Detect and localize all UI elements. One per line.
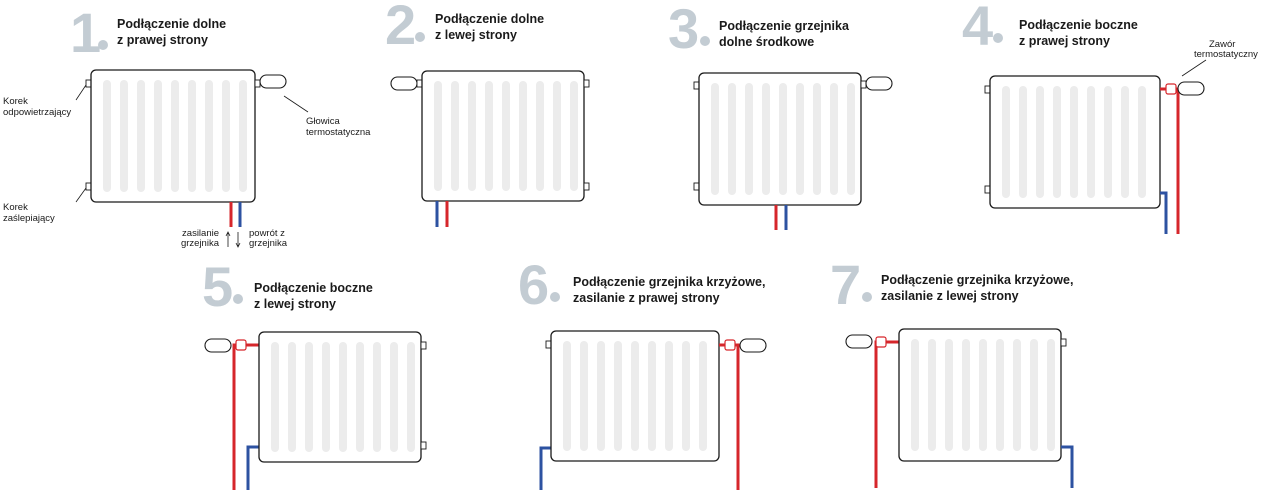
diagram-1-number: 1 <box>70 1 101 64</box>
diagram-6-number-dot <box>550 292 560 302</box>
leader-line <box>283 95 309 113</box>
leader-line <box>75 84 87 101</box>
supply-pipe <box>1160 87 1180 234</box>
valve-label-line1: Zawór <box>1209 39 1235 50</box>
diagram-3-title-line2: dolne środkowe <box>719 35 814 49</box>
diagram-6-title-line1: Podłączenie grzejnika krzyżowe, <box>573 275 765 289</box>
blind-plug-label-line1: Korek <box>3 202 28 213</box>
thermostatic-head-icon <box>390 76 418 91</box>
return-pipe <box>1061 445 1074 488</box>
diagram-5: 5 Podłączenie boczne z lewej strony <box>202 255 427 490</box>
diagram-7-number-dot <box>862 292 872 302</box>
diagram-5-title-line1: Podłączenie boczne <box>254 281 373 295</box>
blind-plug-label-line2: zaślepiający <box>3 213 55 224</box>
diagram-1: 1 Podłączenie dolne z prawej strony Kore… <box>3 1 371 249</box>
diagram-3-title-line1: Podłączenie grzejnika <box>719 19 850 33</box>
thermostatic-head-icon <box>845 334 873 349</box>
blind-plug-icon <box>420 441 427 450</box>
blind-plug-icon <box>984 185 991 194</box>
diagram-4-number-dot <box>993 33 1003 43</box>
bleed-plug-icon <box>984 85 991 94</box>
supply-pipe <box>232 343 259 490</box>
bleed-plug-label-line1: Korek <box>3 96 28 107</box>
thermostatic-valve-icon <box>724 339 736 351</box>
bleed-plug-icon <box>1060 338 1067 347</box>
radiator-fins <box>911 339 1055 451</box>
return-pipe <box>1160 191 1168 234</box>
supply-pipe <box>719 343 740 490</box>
supply-label-line2: grzejnika <box>181 238 220 249</box>
diagram-6-title-line2: zasilanie z prawej strony <box>573 291 720 305</box>
thermostatic-valve-icon <box>875 336 887 348</box>
radiator-fins <box>711 83 855 195</box>
radiator-fins <box>103 80 247 192</box>
blind-plug-icon <box>85 182 92 191</box>
valve-stub-icon <box>860 80 867 89</box>
leader-line <box>75 187 87 203</box>
diagram-5-number-dot <box>233 294 243 304</box>
diagram-7-title-line1: Podłączenie grzejnika krzyżowe, <box>881 273 1073 287</box>
bleed-plug-icon <box>693 81 700 90</box>
diagram-6-number: 6 <box>518 253 549 316</box>
arrow-down-icon <box>235 232 241 248</box>
bleed-plug-icon <box>545 340 552 349</box>
diagram-1-title-line2: z prawej strony <box>117 33 208 47</box>
thermostatic-head-icon <box>865 76 893 91</box>
blind-plug-icon <box>693 182 700 191</box>
valve-stub-icon <box>416 79 423 88</box>
diagram-1-title-line1: Podłączenie dolne <box>117 17 226 31</box>
return-pipe <box>246 445 259 490</box>
diagram-4-number: 4 <box>962 0 993 57</box>
return-label-line1: powrót z <box>249 228 285 239</box>
valve-label-line2: termostatyczny <box>1194 49 1258 60</box>
diagram-2-number-dot <box>415 32 425 42</box>
bleed-plug-icon <box>85 79 92 88</box>
radiator-fins <box>434 81 578 191</box>
thermostatic-head-icon <box>1177 81 1205 96</box>
diagram-3-number: 3 <box>668 0 699 60</box>
radiator-fins <box>563 341 707 451</box>
diagram-4-title-line2: z prawej strony <box>1019 34 1110 48</box>
thermostatic-valve-icon <box>235 339 247 351</box>
diagram-3: 3 Podłączenie grzejnika dolne środkowe <box>668 0 893 230</box>
leader-line <box>1181 59 1207 77</box>
diagram-7-number: 7 <box>830 253 861 316</box>
bleed-plug-label-line2: odpowietrzający <box>3 107 71 118</box>
diagram-6: 6 Podłączenie grzejnika krzyżowe, zasila… <box>518 253 767 490</box>
diagram-7: 7 Podłączenie grzejnika krzyżowe, zasila… <box>830 253 1074 488</box>
thermostatic-head-icon <box>259 74 287 89</box>
diagram-4-title-line1: Podłączenie boczne <box>1019 18 1138 32</box>
return-pipe <box>539 446 551 490</box>
radiator-fins <box>271 342 415 452</box>
radiator-fins <box>1002 86 1146 198</box>
diagram-5-title-line2: z lewej strony <box>254 297 336 311</box>
diagram-4: 4 Podłączenie boczne z prawej strony Zaw… <box>962 0 1258 234</box>
supply-label-line1: zasilanie <box>182 228 219 239</box>
bleed-plug-icon <box>583 79 590 88</box>
diagram-3-number-dot <box>700 36 710 46</box>
diagram-2-title-line2: z lewej strony <box>435 28 517 42</box>
diagram-7-title-line2: zasilanie z lewej strony <box>881 289 1019 303</box>
thermo-head-label-line2: termostatyczna <box>306 127 371 138</box>
supply-pipe <box>874 340 899 488</box>
thermostatic-head-icon <box>739 338 767 353</box>
diagram-5-number: 5 <box>202 255 233 318</box>
diagram-1-number-dot <box>98 40 108 50</box>
blind-plug-icon <box>583 182 590 191</box>
arrow-up-icon <box>225 231 231 247</box>
thermo-head-label-line1: Głowica <box>306 116 341 127</box>
diagram-2-title-line1: Podłączenie dolne <box>435 12 544 26</box>
diagram-2: 2 Podłączenie dolne z lewej strony <box>385 0 590 227</box>
valve-stub-icon <box>254 79 261 88</box>
diagram-2-number: 2 <box>385 0 416 56</box>
bleed-plug-icon <box>420 341 427 350</box>
thermostatic-head-icon <box>204 338 232 353</box>
return-label-line2: grzejnika <box>249 238 288 249</box>
thermostatic-valve-icon <box>1165 83 1177 95</box>
